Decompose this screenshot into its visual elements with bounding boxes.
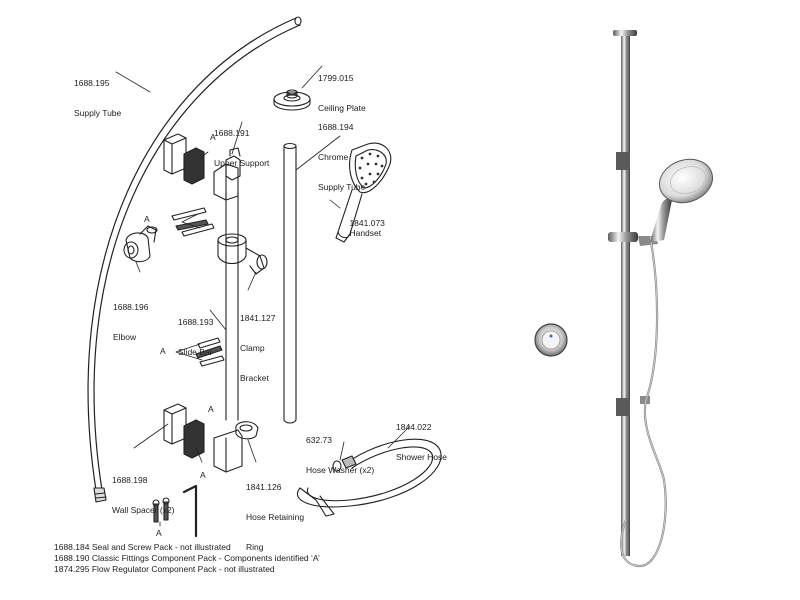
label-wall-spacer: 1688.198 Wall Spacer (x2) (112, 455, 175, 535)
part-name: Ceiling Plate (318, 103, 366, 113)
part-name: Hose Washer (x2) (306, 465, 375, 475)
note-classic-fittings-pack: 1688.190 Classic Fittings Component Pack… (54, 553, 320, 563)
part-name: Elbow (113, 332, 137, 342)
part-name: Chrome (318, 152, 349, 162)
label-upper-support: 1688.191 Upper Support (214, 108, 269, 188)
supply-tube-drawing (87, 16, 302, 503)
part-code: 1799.015 (318, 73, 354, 83)
product-render (534, 30, 713, 568)
component-marker-a: A (156, 528, 162, 538)
note-seal-screw-pack: 1688.184 Seal and Screw Pack - not illus… (54, 542, 231, 552)
label-slide-bar: 1688.193 Slide Bar (178, 297, 213, 377)
label-hose-retaining-ring: 1841.126 Hose Retaining Ring (246, 462, 304, 572)
component-marker-a: A (200, 470, 206, 480)
label-shower-hose: 1844.022 Shower Hose (396, 402, 447, 482)
part-code: 1841.073 (349, 218, 385, 228)
part-name: Supply Tube (74, 108, 122, 118)
part-code: 1688.191 (214, 128, 250, 138)
part-name: Clamp (240, 343, 265, 353)
part-code: 1688.198 (112, 475, 148, 485)
allen-key-drawing (182, 484, 198, 538)
component-marker-a: A (144, 214, 150, 224)
part-name-line2: Ring (246, 542, 264, 552)
part-code: 1688.194 (318, 122, 354, 132)
part-name: Wall Spacer (x2) (112, 505, 175, 515)
part-code: 1841.126 (246, 482, 282, 492)
part-code: 1844.022 (396, 422, 432, 432)
part-code: 1688.195 (74, 78, 110, 88)
part-code: 1688.193 (178, 317, 214, 327)
label-supply-tube: 1688.195 Supply Tube (74, 58, 121, 138)
component-marker-a: A (208, 404, 214, 414)
component-marker-a: A (210, 132, 216, 142)
part-name: Slide Bar (178, 347, 213, 357)
screws-middle-drawing (195, 337, 225, 367)
part-name: Upper Support (214, 158, 270, 168)
part-name-line2: Bracket (240, 373, 269, 383)
part-name: Hose Retaining (246, 512, 305, 522)
part-name: Shower Hose (396, 452, 448, 462)
label-handset: 1841.073 Handset (340, 208, 385, 248)
part-name: Handset (349, 228, 382, 238)
screws-upper-drawing (171, 207, 215, 237)
hose-washer-drawing (332, 460, 342, 472)
handset-nozzles (358, 152, 384, 186)
part-code: 632.73 (306, 435, 332, 445)
slide-bar-drawing (213, 147, 268, 473)
note-flow-regulator-pack: 1874.295 Flow Regulator Component Pack -… (54, 564, 275, 574)
ceiling-plate-drawing (273, 89, 311, 111)
small-screws-drawing (152, 497, 170, 523)
leader-lines (115, 65, 411, 527)
label-chrome-supply-tube: 1688.194 Chrome Supply Tube (318, 102, 365, 212)
elbow-drawing (123, 225, 158, 263)
shower-hose-drawing (297, 438, 442, 517)
label-ceiling-plate: 1799.015 Ceiling Plate (318, 53, 366, 133)
chrome-supply-tube-drawing (283, 142, 297, 424)
label-clamp-bracket: 1841.127 Clamp Bracket (240, 293, 275, 403)
label-elbow: 1688.196 Elbow (113, 282, 148, 362)
wall-spacer-drawing (163, 133, 205, 459)
handset-drawing (335, 142, 392, 243)
part-code: 1688.196 (113, 302, 149, 312)
part-code: 1841.127 (240, 313, 276, 323)
label-hose-washer: 632.73 Hose Washer (x2) (306, 415, 374, 495)
component-marker-a: A (160, 346, 166, 356)
part-name-line2: Supply Tube (318, 182, 366, 192)
